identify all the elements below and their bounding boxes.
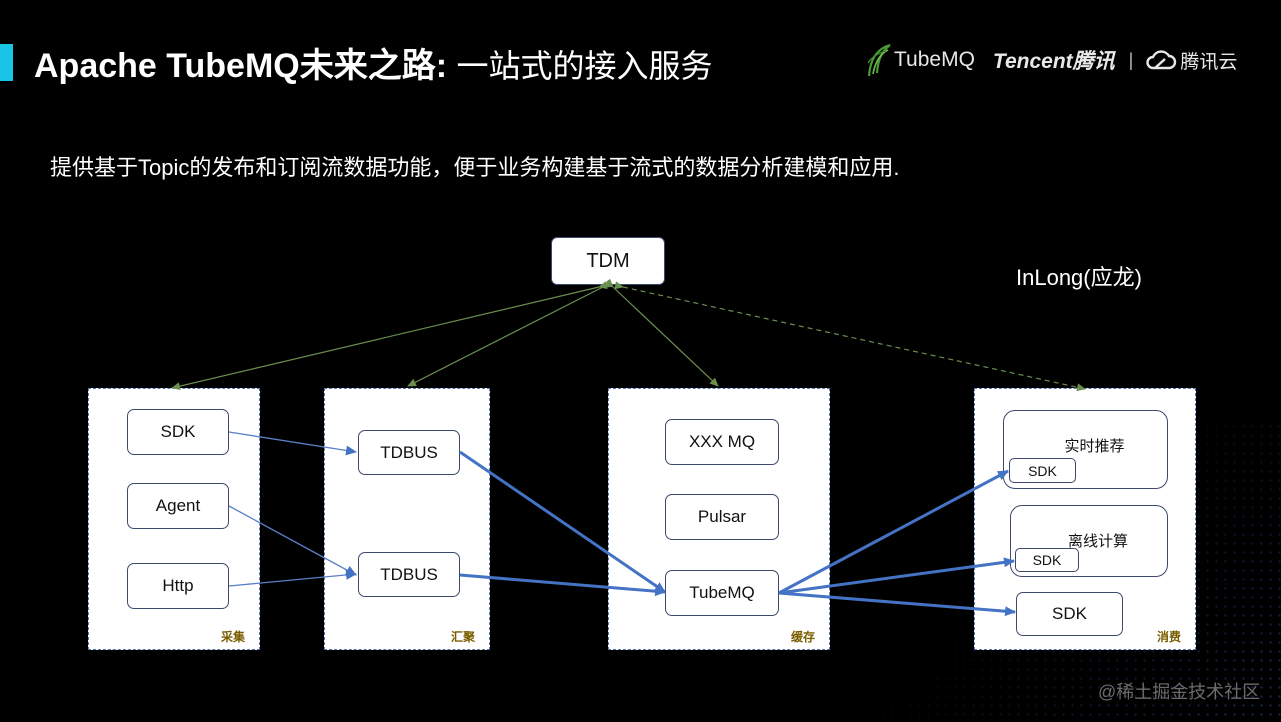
collect-http-node: Http <box>127 563 229 609</box>
watermark: @稀土掘金技术社区 <box>1098 682 1261 702</box>
page-title: Apache TubeMQ未来之路: 一站式的接入服务 <box>34 38 713 87</box>
subtitle: 提供基于Topic的发布和订阅流数据功能，便于业务构建基于流式的数据分析建模和应… <box>50 155 900 180</box>
group-consume-label: 消费 <box>1156 630 1181 644</box>
pulsar-node: Pulsar <box>665 494 779 540</box>
tdbus2-to-tubemq-arrow <box>459 573 666 597</box>
tubemq-node: TubeMQ <box>665 570 779 616</box>
logo-separator: | <box>1128 49 1134 70</box>
cloud-icon <box>1146 50 1177 70</box>
title-light: 一站式的接入服务 <box>456 48 713 84</box>
tubemq-to-sdk-arrow <box>778 591 1016 617</box>
group-collect-label: 采集 <box>220 630 245 644</box>
group-cache-label: 缓存 <box>790 630 815 644</box>
offline-compute-label: 离线计算 <box>1067 533 1128 550</box>
tdm-node: TDM <box>551 237 665 285</box>
collect-agent-node: Agent <box>127 483 229 529</box>
realtime-recommend-label: 实时推荐 <box>1064 438 1125 455</box>
group-aggregate-label: 汇聚 <box>450 630 475 644</box>
offline-sdk-node: SDK <box>1015 548 1079 572</box>
tdm-aggregate-link <box>407 279 612 387</box>
collect-sdk-node: SDK <box>127 409 229 455</box>
agent-to-tdbus2-arrow <box>228 505 357 576</box>
tubemq-logo: TubeMQ <box>866 43 975 77</box>
tubemq-to-offline-arrow <box>778 557 1015 595</box>
tencent-cloud-logo: 腾讯云 <box>1145 47 1237 74</box>
header-logos: TubeMQ Tencent腾讯 | 腾讯云 <box>866 38 1237 82</box>
tdbus-node-2: TDBUS <box>358 552 460 597</box>
tdm-collect-link <box>171 281 608 391</box>
tubemq-to-realtime-arrow <box>778 469 1009 595</box>
tencent-cloud-text: 腾讯云 <box>1180 51 1238 73</box>
sdk-to-tdbus1-arrow <box>228 431 357 456</box>
tencent-logo: Tencent腾讯 <box>992 50 1115 73</box>
title-bold: Apache TubeMQ未来之路: <box>34 47 448 85</box>
tubemq-logo-text: TubeMQ <box>894 48 975 71</box>
title-accent-bar <box>0 44 13 81</box>
xxx-mq-node: XXX MQ <box>665 419 779 465</box>
tdm-consume-link <box>614 281 1086 392</box>
consume-sdk-node: SDK <box>1016 592 1123 636</box>
tubemq-leaf-icon <box>867 43 891 77</box>
realtime-sdk-node: SDK <box>1009 458 1076 483</box>
tdbus-node-1: TDBUS <box>358 430 460 475</box>
tdbus1-to-tubemq-arrow <box>459 450 666 594</box>
tdm-cache-link <box>604 278 719 387</box>
http-to-tdbus2-arrow <box>228 569 357 587</box>
